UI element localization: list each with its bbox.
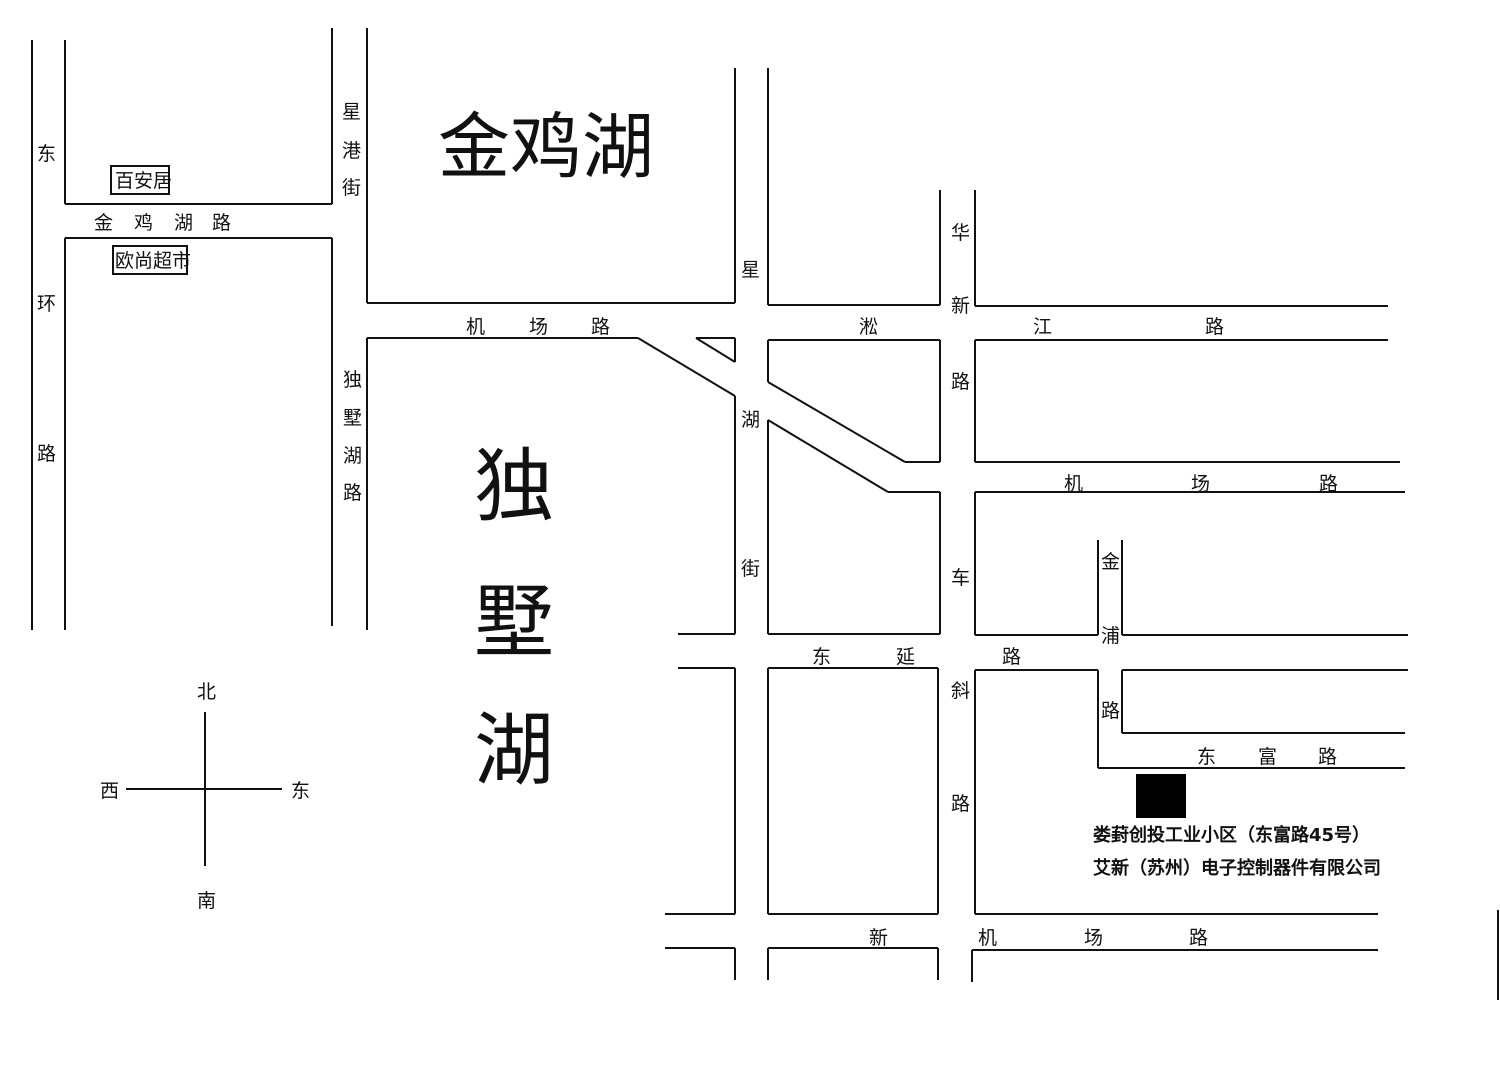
road-char: 场 bbox=[529, 316, 548, 338]
road-label-chexie: 车 斜 路 bbox=[951, 567, 970, 815]
road-char: 富 bbox=[1258, 746, 1277, 768]
road-char: 路 bbox=[343, 482, 362, 504]
road-char: 墅 bbox=[343, 407, 362, 429]
destination-marker bbox=[1136, 774, 1186, 818]
road-char: 路 bbox=[1319, 473, 1338, 495]
destination-address-line1: 娄葑创投工业小区（东富路45号） bbox=[1093, 824, 1370, 846]
road-char: 湖 bbox=[741, 409, 760, 431]
lake-label-dushuhu-1: 独 bbox=[474, 440, 554, 533]
road-char: 湖 bbox=[343, 445, 362, 467]
road-char: 独 bbox=[343, 369, 362, 391]
road-char: 新 bbox=[951, 295, 970, 317]
compass-east: 东 bbox=[291, 780, 310, 802]
road-char: 星 bbox=[342, 101, 361, 123]
road-char: 江 bbox=[1033, 316, 1052, 338]
road-char: 浦 bbox=[1101, 625, 1120, 647]
lake-label-jinjihu: 金鸡湖 bbox=[438, 105, 654, 189]
road-label-xinggang: 星 港 街 bbox=[342, 101, 361, 199]
road-char: 车 bbox=[951, 567, 970, 589]
road-char: 街 bbox=[741, 558, 760, 580]
road-char: 港 bbox=[342, 140, 361, 162]
road-char: 金 bbox=[1101, 551, 1120, 573]
compass-north: 北 bbox=[197, 681, 216, 703]
road-char: 路 bbox=[1189, 927, 1208, 949]
road-char: 斜 bbox=[951, 680, 970, 702]
road-char: 华 bbox=[951, 222, 970, 244]
road-char: 路 bbox=[951, 793, 970, 815]
road-label-songjiang: 淞 江 路 bbox=[859, 316, 1224, 338]
poi-box bbox=[110, 165, 170, 195]
road-char: 新 bbox=[869, 927, 888, 949]
road-label-jichang-east: 机 场 路 bbox=[1064, 473, 1338, 495]
road-char: 场 bbox=[1191, 473, 1210, 495]
road-char: 鸡 bbox=[134, 212, 153, 234]
road-char: 街 bbox=[342, 177, 361, 199]
road-char: 场 bbox=[1084, 927, 1103, 949]
poi-baianju: 百安居 bbox=[110, 165, 172, 195]
road-label-dongyan: 东 延 路 bbox=[812, 646, 1021, 668]
road-char: 东 bbox=[37, 143, 56, 165]
compass-west: 西 bbox=[100, 780, 119, 802]
road-char: 淞 bbox=[859, 316, 878, 338]
poi-oushang: 欧尚超市 bbox=[112, 245, 191, 275]
road-label-xinjichang: 新 机 场 路 bbox=[869, 927, 1208, 949]
road-label-donghuan: 东 环 路 bbox=[37, 143, 56, 465]
road-char: 环 bbox=[37, 293, 56, 315]
road-char: 金 bbox=[94, 212, 113, 234]
destination-company-name: 艾新（苏州）电子控制器件有限公司 bbox=[1093, 857, 1381, 879]
road-char: 机 bbox=[1064, 473, 1083, 495]
road-char: 路 bbox=[212, 212, 231, 234]
road-char: 机 bbox=[466, 316, 485, 338]
compass-rose: 北 南 西 东 bbox=[100, 681, 310, 912]
road-char: 路 bbox=[1002, 646, 1021, 668]
road-label-dushuhu-road: 独 墅 湖 路 bbox=[343, 369, 362, 504]
road-char: 东 bbox=[812, 646, 831, 668]
road-label-huaxin: 华 新 路 bbox=[951, 222, 970, 393]
poi-label: 欧尚超市 bbox=[115, 250, 191, 272]
road-char: 路 bbox=[951, 371, 970, 393]
compass-south: 南 bbox=[197, 890, 216, 912]
road-char: 东 bbox=[1197, 746, 1216, 768]
road-char: 路 bbox=[37, 443, 56, 465]
poi-box bbox=[112, 245, 188, 275]
road-label-jinpu: 金 浦 路 bbox=[1101, 551, 1120, 722]
road-char: 路 bbox=[1205, 316, 1224, 338]
road-label-jichang-west: 机 场 路 bbox=[466, 316, 610, 338]
road-label-jinjihu-road: 金 鸡 湖 路 bbox=[94, 212, 231, 234]
road-char: 机 bbox=[978, 927, 997, 949]
road-char: 路 bbox=[1101, 700, 1120, 722]
road-char: 路 bbox=[1318, 746, 1337, 768]
road-label-dongfu: 东 富 路 bbox=[1197, 746, 1337, 768]
lake-label-dushuhu-2: 墅 bbox=[474, 576, 554, 669]
road-char: 星 bbox=[741, 259, 760, 281]
road-char: 延 bbox=[896, 646, 915, 668]
street-lines bbox=[31, 28, 1499, 1000]
road-label-xinghu: 星 湖 街 bbox=[741, 259, 760, 580]
poi-label: 百安居 bbox=[115, 170, 172, 192]
road-char: 湖 bbox=[174, 212, 193, 234]
road-char: 路 bbox=[591, 316, 610, 338]
lake-label-dushuhu-3: 湖 bbox=[474, 704, 554, 797]
